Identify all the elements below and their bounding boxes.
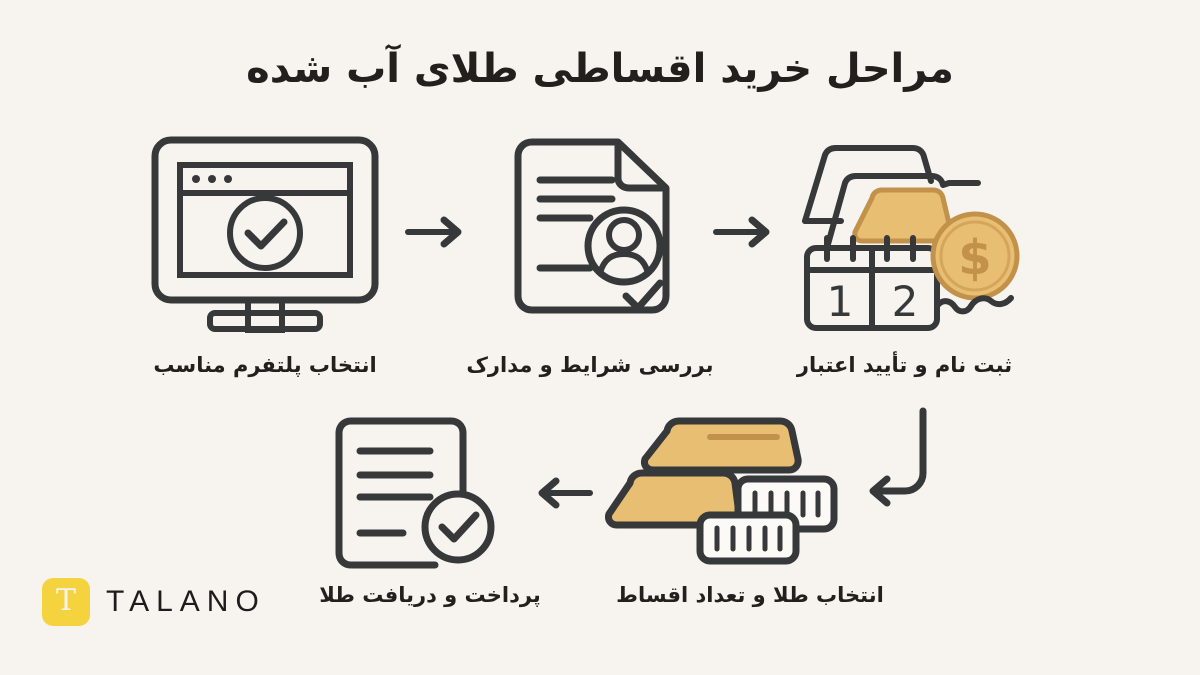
talano-wordmark: TALANO: [106, 585, 266, 618]
logo-letter: T: [55, 583, 76, 618]
arrow-step4-to-step5-icon: [524, 472, 596, 514]
talano-logo-mark: T: [42, 578, 90, 626]
arrow-step2-to-step3-icon: [712, 212, 778, 252]
step-3-label: ثبت نام و تأیید اعتبار: [796, 353, 1013, 377]
step-1-label: انتخاب پلتفرم مناسب: [153, 353, 377, 377]
step-5-label: پرداخت و دریافت طلا: [319, 583, 541, 607]
step-4-label: انتخاب طلا و تعداد اقساط: [616, 583, 884, 607]
step-1-icon-monitor-check: [140, 130, 390, 335]
arrow-step3-to-step4-icon: [855, 405, 975, 510]
arrow-step1-to-step2-icon: [404, 212, 470, 252]
talano-logo: T TALANO: [42, 578, 266, 626]
page-title: مراحل خرید اقساطی طلای آب شده: [246, 46, 954, 92]
step-3-icon-calendar-gold-coin: 1 2 $: [795, 143, 1040, 333]
step-5-icon-document-check: [325, 415, 510, 575]
svg-text:1: 1: [827, 277, 854, 326]
svg-text:$: $: [958, 230, 991, 286]
step-2-label: بررسی شرایط و مدارک: [466, 353, 714, 377]
svg-text:2: 2: [892, 277, 919, 326]
step-4-icon-gold-bars: [605, 415, 855, 565]
step-2-icon-document-profile-check: [500, 136, 690, 331]
